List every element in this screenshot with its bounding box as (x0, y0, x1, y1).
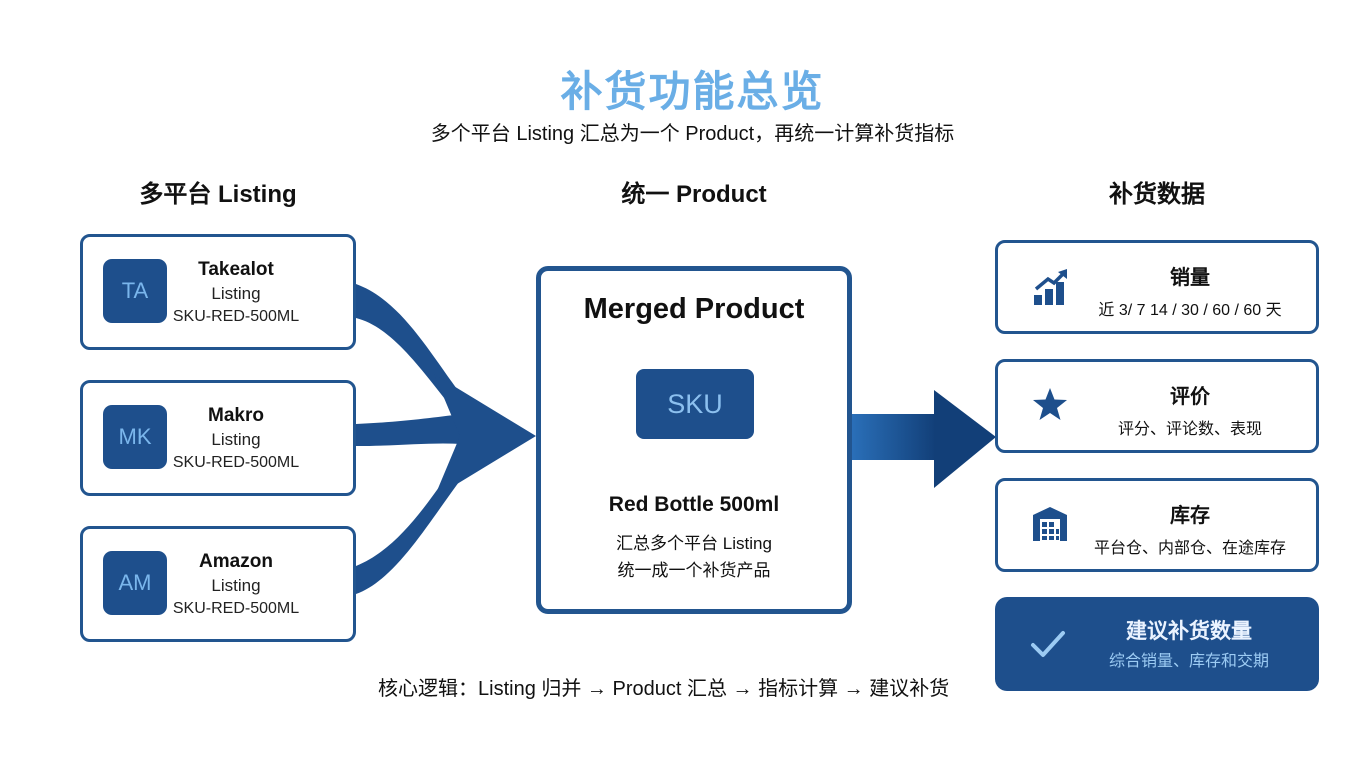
listing-sku: SKU-RED-500ML (172, 600, 300, 617)
metric-title: 销量 (1170, 267, 1210, 289)
platform-badge: AM (103, 551, 167, 615)
product-name: Red Bottle 500ml (608, 493, 780, 516)
column-header-replenishment: 补货数据 (1109, 181, 1205, 208)
metric-card-reviews[interactable]: 评价 评分、评论数、表现 (995, 359, 1319, 453)
metric-description: 评分、评论数、表现 (1117, 421, 1262, 438)
metric-card-sales[interactable]: 销量 近 3/ 7 14 / 30 / 60 / 60 天 (995, 240, 1319, 334)
merge-arrow-middle (356, 414, 462, 446)
suggested-quantity-card[interactable]: 建议补货数量 综合销量、库存和交期 (995, 597, 1319, 691)
platform-badge: MK (103, 405, 167, 469)
listing-sku: SKU-RED-500ML (172, 454, 300, 471)
merge-arrow-bottom (356, 454, 462, 594)
metric-description: 平台仓、内部仓、在途库存 (1093, 540, 1286, 557)
merged-description-line1: 汇总多个平台 Listing (616, 534, 772, 553)
page-subtitle: 多个平台 Listing 汇总为一个 Product，再统一计算补货指标 (430, 123, 955, 145)
output-arrow (852, 390, 996, 488)
warehouse-icon (1033, 507, 1067, 541)
listing-card-amazon[interactable]: AM Amazon Listing SKU-RED-500ML (80, 526, 356, 642)
metric-description: 近 3/ 7 14 / 30 / 60 / 60 天 (1098, 302, 1282, 319)
platform-name: Amazon (199, 551, 273, 572)
listing-sku: SKU-RED-500ML (172, 308, 300, 325)
core-logic-text: 核心逻辑：Listing 归并 → Product 汇总 → 指标计算 → 建议… (378, 678, 950, 700)
platform-name: Makro (208, 405, 264, 426)
listing-type: Listing (211, 430, 261, 449)
suggestion-title: 建议补货数量 (1126, 620, 1252, 643)
merge-arrow-top (356, 284, 462, 420)
merged-product-card[interactable]: Merged Product SKU Red Bottle 500ml 汇总多个… (536, 266, 852, 614)
metric-title: 评价 (1170, 386, 1210, 408)
listing-type: Listing (211, 284, 261, 303)
merged-product-title: Merged Product (583, 293, 805, 325)
platform-name: Takealot (198, 259, 274, 280)
platform-badge: TA (103, 259, 167, 323)
sku-badge: SKU (636, 369, 754, 439)
column-header-listings: 多平台 Listing (139, 181, 297, 208)
metric-title: 库存 (1170, 505, 1210, 527)
column-header-product: 统一 Product (621, 181, 767, 208)
sales-chart-icon (1034, 269, 1067, 305)
metric-card-inventory[interactable]: 库存 平台仓、内部仓、在途库存 (995, 478, 1319, 572)
merge-arrows (356, 284, 536, 594)
listing-card-takealot[interactable]: TA Takealot Listing SKU-RED-500ML (80, 234, 356, 350)
merge-arrowhead (434, 374, 536, 498)
check-icon (1031, 631, 1065, 657)
listing-type: Listing (211, 576, 261, 595)
suggestion-description: 综合销量、库存和交期 (1108, 653, 1269, 670)
star-icon (1033, 388, 1067, 420)
merged-description-line2: 统一成一个补货产品 (617, 561, 771, 580)
page-title: 补货功能总览 (560, 67, 825, 116)
listing-card-makro[interactable]: MK Makro Listing SKU-RED-500ML (80, 380, 356, 496)
